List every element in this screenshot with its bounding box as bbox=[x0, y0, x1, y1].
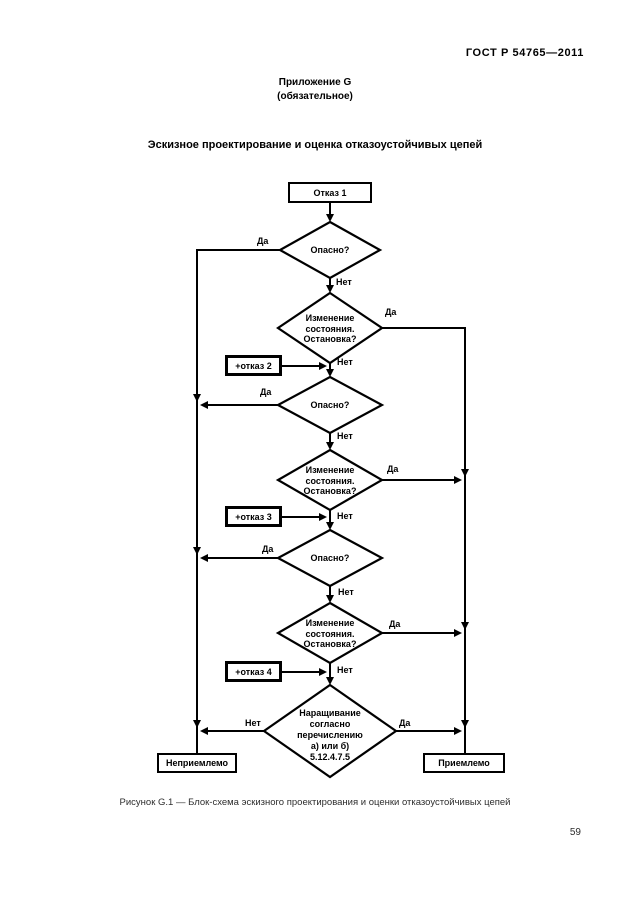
branch-yes-final: Да bbox=[399, 718, 411, 728]
branch-no-final: Нет bbox=[245, 718, 261, 728]
branch-no-danger-2: Нет bbox=[337, 431, 353, 441]
node-add-fault-4: +отказ 4 bbox=[225, 661, 282, 682]
node-add-fault-3: +отказ 3 bbox=[225, 506, 282, 527]
branch-yes-state-2: Да bbox=[387, 464, 399, 474]
appendix-heading: Приложение G bbox=[278, 77, 352, 88]
decision-diamond-final bbox=[262, 683, 398, 779]
decision-danger-2-label: Опасно? bbox=[310, 400, 350, 410]
decision-danger-1-label: Опасно? bbox=[310, 245, 350, 255]
flow-arrowheads bbox=[193, 214, 469, 735]
decision-danger-3-label: Опасно? bbox=[310, 553, 350, 563]
branch-no-state-2: Нет bbox=[337, 511, 353, 521]
section-title: Эскизное проектирование и оценка отказоу… bbox=[147, 139, 483, 151]
decision-state-change-3-label: Изменение состояния. Остановка? bbox=[303, 618, 357, 649]
decision-diamond-danger-2 bbox=[275, 375, 385, 435]
node-unacceptable: Неприемлемо bbox=[157, 753, 237, 773]
branch-yes-state-3: Да bbox=[389, 619, 401, 629]
appendix-note: (обязательное) bbox=[277, 91, 353, 102]
decision-diamonds bbox=[262, 220, 398, 779]
decision-state-change-2-label: Изменение состояния. Остановка? bbox=[303, 465, 357, 496]
branch-yes-state-1: Да bbox=[385, 307, 397, 317]
branch-yes-danger-2: Да bbox=[260, 387, 272, 397]
node-add-fault-2: +отказ 2 bbox=[225, 355, 282, 376]
decision-diamond-danger-3 bbox=[275, 528, 385, 588]
branch-no-danger-3: Нет bbox=[338, 587, 354, 597]
branch-yes-danger-3: Да bbox=[262, 544, 274, 554]
page-number: 59 bbox=[569, 827, 581, 838]
decision-state-change-1-label: Изменение состояния. Остановка? bbox=[303, 313, 357, 344]
decision-final-label: Наращивание согласно перечислению а) или… bbox=[297, 708, 363, 762]
decision-diamond-state-change-3 bbox=[275, 601, 385, 665]
decision-diamond-state-change-1 bbox=[276, 291, 384, 365]
figure-caption: Рисунок G.1 — Блок-схема эскизного проек… bbox=[119, 797, 511, 808]
node-fault-1: Отказ 1 bbox=[288, 182, 372, 203]
branch-no-state-1: Нет bbox=[337, 357, 353, 367]
decision-diamond-state-change-2 bbox=[275, 448, 385, 512]
document-code: ГОСТ Р 54765—2011 bbox=[465, 47, 584, 59]
branch-no-danger-1: Нет bbox=[336, 277, 352, 287]
branch-no-state-3: Нет bbox=[337, 665, 353, 675]
flow-lines bbox=[196, 203, 466, 753]
node-acceptable: Приемлемо bbox=[423, 753, 505, 773]
branch-yes-danger-1: Да bbox=[257, 236, 269, 246]
decision-diamond-danger-1 bbox=[277, 220, 383, 280]
